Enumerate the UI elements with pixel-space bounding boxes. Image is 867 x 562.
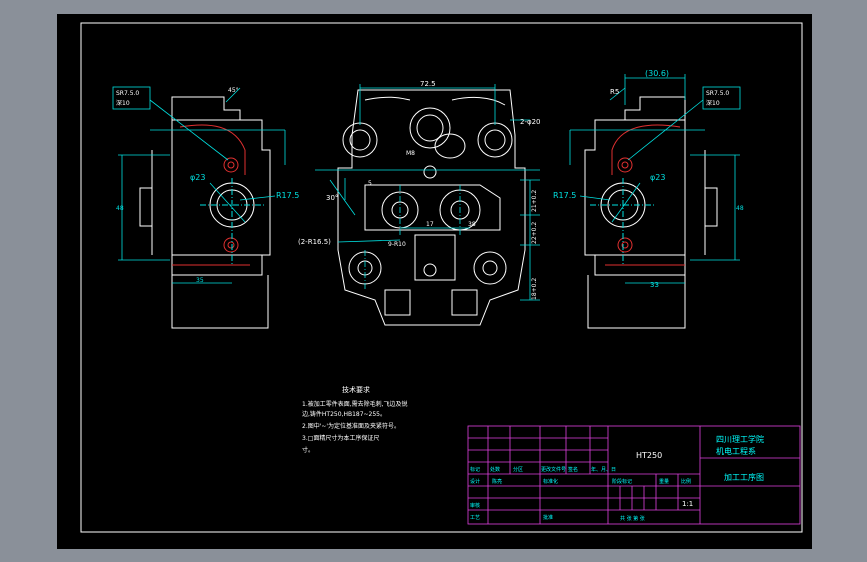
approve-label: 批准 [543,514,553,521]
stage-header-weight: 重量 [659,478,669,485]
title-row-labels: 标记 处数 分区 更改文件号 签名 年、月、日 [470,466,616,473]
row-label-mark: 标记 [470,466,480,473]
right-chamfer-label: R5 [610,88,619,96]
left-callout-line2: 深10 [116,99,130,107]
left-bottom-dim: 35 [196,277,204,284]
right-radius-label: R17.5 [553,191,576,200]
right-callout-line1: SR7.5.0 [706,90,729,97]
scale-value: 1:1 [682,500,693,508]
drawing-sheet [57,14,812,549]
sheet-count: 共 张 第 张 [620,515,645,522]
notes-line4: 3.□面精尺寸为本工序保证尺 [302,434,379,442]
title-material: HT250 [636,451,662,460]
stage-header-scale: 比例 [681,478,691,485]
row-label-sign: 签名 [568,466,578,473]
left-view [139,96,271,329]
center-right-dim-2: 22+0.2 [531,222,538,244]
center-dim-c: 38 [468,221,476,228]
center-top-dim: 72.5 [420,80,436,88]
center-view-dimensions [315,84,540,301]
notes-line1: 1.被加工零件表面,需去除毛刺,飞边及锐 [302,400,408,408]
left-view-dimensions [112,86,286,284]
left-side-dim: 48 [116,205,124,212]
center-angle-label: 30° [326,194,338,202]
design-name: 陈亮 [492,478,502,485]
row-label-date: 年、月、日 [591,466,616,473]
title-department: 机电工程系 [716,446,756,456]
row-label-zone: 分区 [513,466,523,473]
title-block [467,425,801,525]
right-callout-line2: 深10 [706,99,720,107]
drawing-frame [80,22,803,533]
notes-line5: 寸。 [302,446,314,454]
notes-title: 技术要求 [342,385,370,394]
right-view [584,96,718,329]
left-callout-line1: SR7.5.0 [116,90,139,97]
review-label: 审核 [470,502,480,509]
right-dia-label: φ23 [650,173,665,182]
right-view-dimensions [569,74,741,284]
design-label: 设计 [470,478,480,485]
technical-notes: 技术要求 1.被加工零件表面,需去除毛刺,飞边及锐 边,铸件HT250,HB18… [302,385,408,454]
center-dim-a: 5 [368,180,372,187]
center-right-dim-1: 21+0.2 [531,190,538,212]
right-bottom-dim: 33 [650,281,659,289]
row-label-count: 处数 [490,466,500,473]
title-school: 四川理工学院 [716,434,764,444]
center-right-dim-3: 18+0.2 [531,278,538,300]
notes-line3: 2.图中'~'为定位基准面及夹紧符号。 [302,422,400,430]
left-angle-label: 45° [228,87,239,94]
row-label-change-doc: 更改文件号 [541,466,566,473]
notes-line2: 边,铸件HT250,HB187~255。 [302,410,386,418]
title-drawing-title: 加工工序图 [724,472,764,482]
center-radius-label: (2-R16.5) [298,238,331,246]
left-radius-label: R17.5 [276,191,299,200]
left-dia-label: φ23 [190,173,205,182]
right-top-dim: (30.6) [645,69,669,78]
stage-header-mark: 阶段标记 [612,478,632,485]
standard-label: 标准化 [543,478,558,485]
process-label: 工艺 [470,515,480,521]
right-side-dim: 48 [736,205,744,212]
center-thread-label: M8 [406,150,415,157]
center-dim-b: 17 [426,221,434,228]
center-slot-label: 9-R10 [388,241,406,248]
center-holes-label: 2-φ20 [520,118,541,126]
